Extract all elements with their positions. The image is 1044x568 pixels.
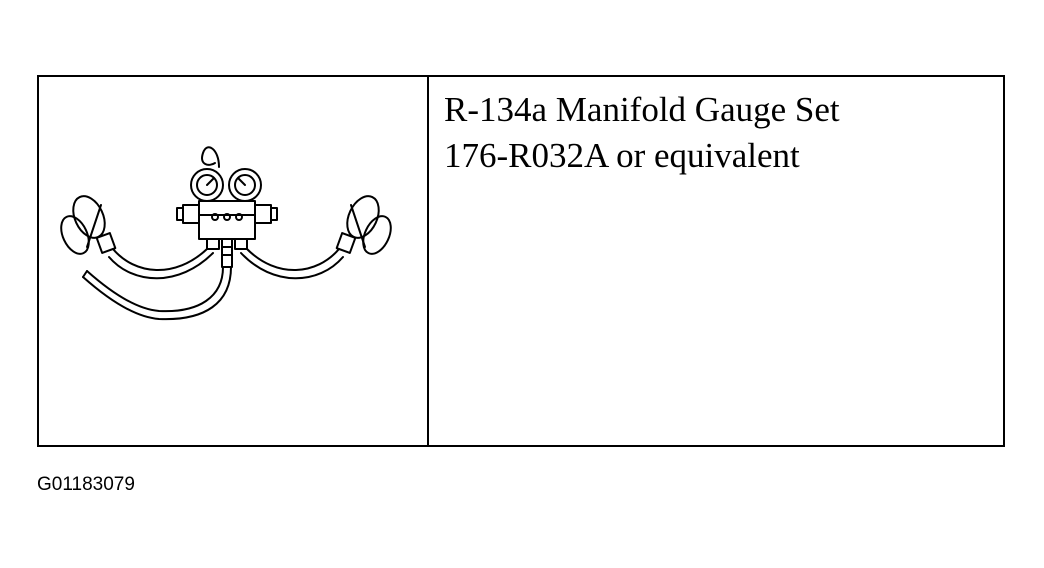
tool-part-number: 176-R032A or equivalent xyxy=(444,136,800,175)
figure-code: G01183079 xyxy=(37,474,135,495)
illustration-cell xyxy=(39,77,429,445)
tool-name: R-134a Manifold Gauge Set xyxy=(444,90,840,129)
tool-table: R-134a Manifold Gauge Set 176-R032A or e… xyxy=(37,75,1005,447)
manifold-gauge-set-icon xyxy=(60,146,392,321)
description-cell: R-134a Manifold Gauge Set 176-R032A or e… xyxy=(429,77,1003,445)
